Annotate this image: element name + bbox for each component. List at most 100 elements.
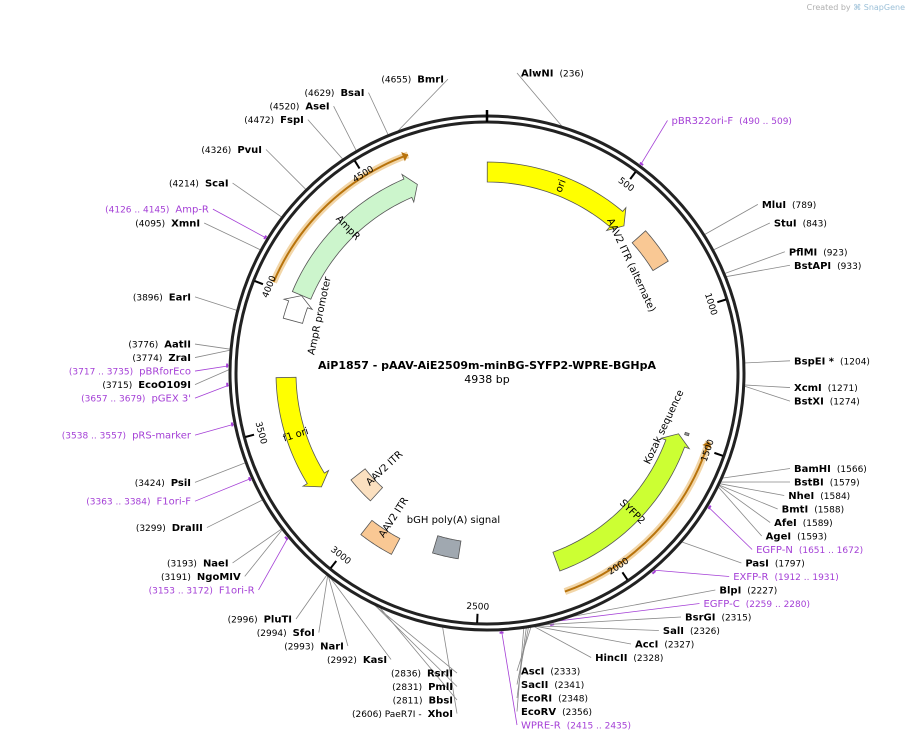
enzyme-label-zrai[interactable]: (3774)ZraI [132, 353, 191, 364]
site-position: (2341) [554, 681, 584, 691]
site-position: (3896) [133, 293, 163, 303]
enzyme-leader-line [378, 605, 458, 701]
enzyme-label-aatii[interactable]: (3776)AatII [128, 340, 191, 351]
enzyme-label-naei[interactable]: (3193)NaeI [167, 558, 229, 569]
site-position: (3776) [128, 341, 158, 351]
enzyme-label-sali[interactable]: SalI(2326) [663, 626, 720, 637]
enzyme-label-agei[interactable]: AgeI(1593) [766, 532, 827, 543]
primer-label-egfp-n[interactable]: EGFP-N(1651 .. 1672) [756, 545, 863, 556]
enzyme-label-pflmi[interactable]: PflMI(923) [789, 247, 848, 258]
feature-ori[interactable] [486, 161, 627, 232]
site-name: KasI [363, 655, 387, 666]
enzyme-label-mlui[interactable]: MluI(789) [762, 200, 816, 211]
enzyme-label-acci[interactable]: AccI(2327) [635, 640, 694, 651]
site-name: BamHI [794, 464, 831, 475]
primer-site-marker [707, 505, 712, 510]
site-position: (3299) [136, 524, 166, 534]
enzyme-leader-line [516, 626, 527, 699]
enzyme-label-pvui[interactable]: (4326)PvuI [201, 145, 262, 156]
enzyme-label-sfoi[interactable]: (2994)SfoI [257, 628, 315, 639]
primer-site-marker [247, 476, 252, 482]
enzyme-label-pmli[interactable]: (2831)PmlI [392, 682, 453, 693]
enzyme-label-stui[interactable]: StuI(843) [774, 218, 827, 229]
site-name: NaeI [203, 558, 229, 569]
enzyme-leader-line [194, 462, 247, 483]
enzyme-label-blpi[interactable]: BlpI(2227) [719, 586, 777, 597]
enzyme-label-ecoo109i[interactable]: (3715)EcoO109I [102, 380, 191, 391]
enzyme-label-bamhi[interactable]: BamHI (1566) [794, 464, 867, 475]
primer-label-pbr322ori-f[interactable]: pBR322ori-F(490 .. 509) [671, 116, 791, 127]
enzyme-leader-line [194, 368, 231, 385]
enzyme-label-xcmi[interactable]: XcmI(1271) [794, 383, 858, 394]
primer-label-amp-r[interactable]: (4126 .. 4145)Amp-R [105, 205, 209, 216]
enzyme-label-xhoi[interactable]: (2606) PaeR7I -XhoI [352, 709, 453, 720]
enzyme-label-ecorv[interactable]: EcoRV(2356) [521, 707, 592, 718]
feature-label-bgh-poly-a-signal: bGH poly(A) signal [407, 515, 500, 526]
feature-aav2-itr[interactable] [360, 519, 401, 555]
tick-mark [353, 160, 361, 169]
site-name: EcoO109I [138, 380, 191, 391]
primer-site-marker [651, 570, 657, 575]
site-name: WPRE-R [521, 721, 561, 732]
primer-leader-line [500, 629, 518, 726]
primer-label-pgex-3[interactable]: (3657 .. 3679)pGEX 3' [81, 394, 191, 405]
primer-label-egfp-c[interactable]: EGFP-C(2259 .. 2280) [703, 599, 810, 610]
enzyme-label-hincii[interactable]: HincII(2328) [595, 653, 663, 664]
enzyme-label-afei[interactable]: AfeI(1589) [774, 518, 833, 529]
enzyme-label-bstxi[interactable]: BstXI(1274) [794, 397, 860, 408]
enzyme-label-bsai[interactable]: (4629)BsaI [305, 88, 365, 99]
enzyme-leader-line [703, 204, 759, 236]
site-name: pRS-marker [132, 431, 192, 442]
credit-brand: SnapGene [863, 3, 905, 12]
enzyme-label-fspi[interactable]: (4472)FspI [244, 115, 304, 126]
enzyme-label-kasi[interactable]: (2992)KasI [327, 655, 387, 666]
enzyme-label-rsrii[interactable]: (2836)RsrII [391, 669, 453, 680]
site-position: (2333) [550, 668, 580, 678]
primer-label-pbrforeco[interactable]: (3717 .. 3735)pBRforEco [69, 367, 191, 378]
site-name: RsrII [427, 669, 453, 680]
enzyme-label-pasi[interactable]: PasI(1797) [745, 559, 804, 570]
feature-f1-ori[interactable] [275, 376, 330, 488]
feature-ampr[interactable] [291, 173, 418, 300]
primer-label-f1ori-r[interactable]: (3153 .. 3172)F1ori-R [149, 585, 255, 596]
feature-syfp2[interactable] [552, 433, 691, 572]
enzyme-label-nari[interactable]: (2993)NarI [284, 642, 344, 653]
enzyme-label-bspei[interactable]: BspEI *(1204) [794, 356, 870, 367]
primer-label-f1ori-f[interactable]: (3363 .. 3384)F1ori-F [86, 497, 191, 508]
enzyme-label-asci[interactable]: AscI(2333) [521, 667, 580, 678]
primer-label-wpre-r[interactable]: WPRE-R(2415 .. 2435) [521, 721, 631, 732]
site-name: MluI [762, 200, 786, 211]
enzyme-label-asei[interactable]: (4520)AseI [269, 102, 329, 113]
tick-mark [254, 279, 264, 286]
enzyme-label-psii[interactable]: (3424)PsiI [135, 478, 191, 489]
feature-kozak-sequence[interactable] [684, 431, 690, 437]
enzyme-label-nhei[interactable]: NheI(1584) [788, 491, 850, 502]
enzyme-label-bmri[interactable]: (4655)BmrI [381, 75, 444, 86]
feature-ampr-promoter[interactable] [282, 295, 314, 324]
feature-aav2-itr-alternate[interactable] [631, 230, 669, 272]
site-name: SalI [663, 626, 684, 637]
enzyme-label-pluti[interactable]: (2996)PluTI [228, 615, 292, 626]
primer-label-exfp-r[interactable]: EXFP-R(1912 .. 1931) [733, 572, 839, 583]
enzyme-label-draiii[interactable]: (3299)DraIII [136, 523, 203, 534]
site-position: (1566) [837, 465, 867, 475]
feature-aav2-itr[interactable] [350, 468, 384, 502]
enzyme-label-ecori[interactable]: EcoRI(2348) [521, 694, 588, 705]
enzyme-label-scai[interactable]: (4214)ScaI [169, 179, 229, 190]
enzyme-label-bsrgi[interactable]: BsrGI(2315) [685, 613, 751, 624]
enzyme-label-bstapi[interactable]: BstAPI(933) [794, 261, 861, 272]
enzyme-label-eari[interactable]: (3896)EarI [133, 292, 191, 303]
enzyme-label-bstbi[interactable]: BstBI(1579) [794, 478, 860, 489]
enzyme-label-alwni[interactable]: AlwNI(236) [521, 69, 584, 80]
enzyme-label-xmni[interactable]: (4095)XmnI [135, 218, 200, 229]
tick-label: 1000 [702, 292, 718, 317]
primer-label-prs-marker[interactable]: (3538 .. 3557)pRS-marker [62, 431, 192, 442]
feature-bgh-poly-a-signal[interactable] [432, 535, 462, 560]
primer-leader-line [551, 603, 700, 623]
enzyme-label-bmti[interactable]: BmtI(1588) [782, 505, 844, 516]
enzyme-label-sacii[interactable]: SacII(2341) [521, 680, 584, 691]
enzyme-label-bbsi[interactable]: (2811)BbsI [393, 696, 453, 707]
enzyme-leader-line [516, 627, 525, 712]
enzyme-leader-line [537, 616, 682, 626]
enzyme-label-ngomiv[interactable]: (3191)NgoMIV [161, 572, 241, 583]
